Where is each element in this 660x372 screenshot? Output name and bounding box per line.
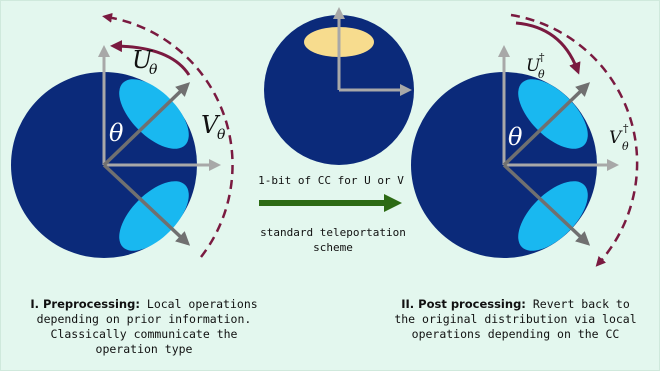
postprocessing-text: Revert back to the original distribution… [394,297,637,341]
middle-sphere-group [264,6,414,165]
right-u-subscript: θ [538,68,545,81]
left-sphere-group: θ U θ V θ [11,12,234,258]
right-theta-label: θ [508,123,523,151]
left-lower-lobe [119,181,189,251]
left-v-rotation-arc [102,12,234,258]
left-rotated-axis-up [102,82,191,167]
postprocessing-title: II. Post processing: [401,297,526,311]
cc-arrow-label: 1-bit of CC for U or V [258,174,404,187]
left-v-label: V [201,111,221,139]
right-upper-lobe [518,79,588,149]
left-u-label: U [132,46,153,74]
left-upper-lobe [119,79,189,149]
left-theta-label: θ [109,119,124,147]
left-rotated-axis-down [102,163,191,246]
right-v-label: V [609,128,623,148]
right-v-dagger: † [623,122,629,135]
postprocessing-caption: II. Post processing: Revert back to the … [393,297,638,342]
right-u-label: U [526,56,541,76]
right-lower-lobe [518,181,588,251]
left-v-subscript: θ [217,127,226,143]
right-rotated-axis-up [502,82,591,167]
right-v-subscript: θ [622,140,629,153]
preprocessing-caption: I. Preprocessing: Local operations depen… [19,297,269,357]
right-v-rotation-arc [510,13,639,267]
left-u-rotation-arc [110,40,191,76]
preprocessing-title: I. Preprocessing: [30,297,140,311]
left-u-subscript: θ [149,62,158,78]
right-sphere-group: θ U † θ V † θ [411,13,639,267]
preprocessing-text: Local operations depending on prior info… [36,297,258,356]
scheme-label: standard teleportation scheme [260,226,406,254]
right-rotated-axis-down [502,163,591,246]
right-u-rotation-arc [515,21,581,75]
right-u-dagger: † [539,51,545,64]
